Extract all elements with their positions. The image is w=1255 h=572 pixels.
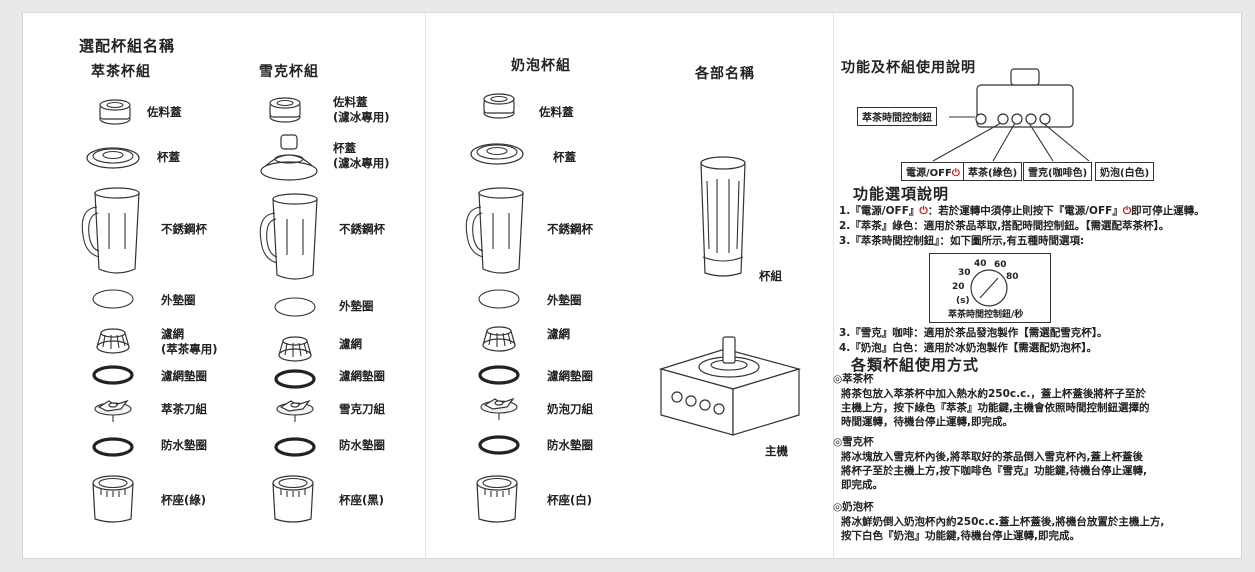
usage-shake-title: ◎雪克杯 <box>833 436 874 448</box>
timer-knob-label: 萃茶時間控制鈕 <box>857 107 937 126</box>
part-label: 不銹鋼杯 <box>161 222 207 236</box>
part-label: 杯蓋(濾冰專用) <box>333 141 390 170</box>
dial-value: 60 <box>994 260 1007 270</box>
part-label: 佐料蓋 <box>539 105 574 119</box>
leader-lines <box>932 116 1090 162</box>
part-label: 杯座(白) <box>547 493 593 507</box>
shake-button-label: 雪克(咖啡色) <box>1023 162 1093 181</box>
filter-illustration <box>482 326 516 352</box>
option-1: 1.『電源/OFF』⏻：若於運轉中須停止則按下『電源/OFF』⏻即可停止運轉。 <box>839 205 1205 217</box>
cap-illustration <box>483 93 515 119</box>
part-label: 濾網 <box>547 327 570 341</box>
main-unit-label: 主機 <box>765 444 788 458</box>
part-label: 佐料蓋 <box>147 105 182 119</box>
usage-shake-body: 將冰塊放入雪克杯內後,將萃取好的茶品倒入雪克杯內,蓋上杯蓋後將杯子至於主機上方,… <box>841 451 1147 491</box>
steel-cup-illustration <box>81 187 140 274</box>
functions-title: 功能及杯組使用說明 <box>841 60 976 76</box>
outer-ring-illustration <box>478 289 520 309</box>
part-label: 濾網(萃茶專用) <box>161 327 218 356</box>
part-label: 外墊圈 <box>161 293 196 307</box>
shaker-lid-illustration <box>260 134 318 181</box>
outer-ring-illustration <box>274 297 316 317</box>
cap-illustration <box>99 99 131 125</box>
filter-gasket-illustration <box>478 365 520 385</box>
tea-button-label: 萃茶(綠色) <box>963 162 1023 181</box>
column-title-tea: 萃茶杯組 <box>91 64 151 80</box>
usage-tea-title: ◎萃茶杯 <box>833 373 874 385</box>
fold-line <box>833 13 834 558</box>
blade-illustration <box>480 398 518 421</box>
control-panel-illustration <box>975 68 1074 128</box>
blade-illustration <box>276 400 314 423</box>
part-label: 不銹鋼杯 <box>547 222 593 236</box>
part-label: 不銹鋼杯 <box>339 222 385 236</box>
cup-base-illustration <box>92 475 134 523</box>
cup-base-illustration <box>272 475 314 523</box>
part-label: 杯座(綠) <box>161 493 207 507</box>
manual-sheet: 選配杯組名稱 萃茶杯組 雪克杯組 奶泡杯組 各部名稱 佐料蓋 杯蓋 不銹鋼杯 外… <box>22 12 1242 559</box>
dial-value: 80 <box>1006 272 1019 282</box>
power-icon: ⏻ <box>951 168 960 179</box>
part-label: 防水墊圈 <box>339 438 385 452</box>
option-3: 3.『萃茶時間控制鈕』：如下圖所示,有五種時間選項: <box>839 235 1085 247</box>
lid-illustration <box>86 147 140 169</box>
dial-unit: (s) <box>956 296 970 306</box>
dial-value: 40 <box>974 259 987 269</box>
timer-dial-knob <box>970 269 1008 307</box>
part-label: 外墊圈 <box>547 293 582 307</box>
dial-value: 20 <box>952 282 965 292</box>
part-label: 濾網墊圈 <box>547 369 593 383</box>
part-label: 濾網墊圈 <box>339 369 385 383</box>
timer-dial-figure: 20 30 40 60 80 (s) 萃茶時間控制鈕/秒 <box>929 253 1051 323</box>
cup-assembly-label: 杯組 <box>759 269 782 283</box>
steel-cup-illustration <box>259 193 318 280</box>
part-label: 奶泡刀組 <box>547 402 593 416</box>
cup-assembly-illustration <box>700 156 746 277</box>
option-2: 2.『萃茶』綠色：適用於茶品萃取,搭配時間控制鈕。【需選配萃茶杯】。 <box>839 220 1170 232</box>
filter-gasket-illustration <box>274 369 316 389</box>
steel-cup-illustration <box>465 187 524 274</box>
filter-gasket-illustration <box>92 365 134 385</box>
waterproof-gasket-illustration <box>478 435 520 455</box>
power-icon: ⏻ <box>919 205 928 217</box>
power-icon: ⏻ <box>1122 205 1132 217</box>
part-label: 萃茶刀組 <box>161 402 207 416</box>
dial-value: 30 <box>958 268 971 278</box>
blade-illustration <box>94 400 132 423</box>
part-label: 雪克刀組 <box>339 402 385 416</box>
filter-illustration <box>96 328 130 354</box>
filter-illustration <box>278 336 312 362</box>
power-button-label: 電源/OFF⏻ <box>901 162 965 181</box>
part-label: 防水墊圈 <box>161 438 207 452</box>
part-label: 濾網 <box>339 337 362 351</box>
part-label: 佐料蓋(濾冰專用) <box>333 95 390 124</box>
parts-title: 各部名稱 <box>695 66 755 82</box>
main-unit-illustration <box>658 336 802 436</box>
usage-foam-title: ◎奶泡杯 <box>833 501 874 513</box>
option-4: 4.『奶泡』白色：適用於冰奶泡製作【需選配奶泡杯】。 <box>839 342 1098 354</box>
usage-title: 各類杯組使用方式 <box>851 356 980 374</box>
dial-caption: 萃茶時間控制鈕/秒 <box>948 310 1024 320</box>
option-3b: 3.『雪克』咖啡：適用於茶品發泡製作【需選配雪克杯】。 <box>839 327 1108 339</box>
waterproof-gasket-illustration <box>92 437 134 457</box>
cap-illustration <box>269 97 301 123</box>
part-label: 濾網墊圈 <box>161 369 207 383</box>
part-label: 外墊圈 <box>339 299 374 313</box>
lid-illustration <box>470 143 524 165</box>
part-label: 杯座(黑) <box>339 493 385 507</box>
part-label: 防水墊圈 <box>547 438 593 452</box>
part-label: 杯蓋 <box>553 150 576 164</box>
page-title: 選配杯組名稱 <box>79 37 176 55</box>
foam-button-label: 奶泡(白色) <box>1095 162 1155 181</box>
options-title: 功能選項說明 <box>853 185 950 203</box>
fold-line <box>425 13 426 558</box>
waterproof-gasket-illustration <box>274 437 316 457</box>
usage-tea-body: 將茶包放入萃茶杯中加入熱水約250c.c.，蓋上杯蓋後將杯子至於主機上方，按下綠… <box>841 388 1150 428</box>
part-label: 杯蓋 <box>157 150 180 164</box>
column-title-shake: 雪克杯組 <box>259 64 319 80</box>
outer-ring-illustration <box>92 289 134 309</box>
cup-base-illustration <box>476 475 518 523</box>
column-title-foam: 奶泡杯組 <box>511 58 571 74</box>
usage-foam-body: 將冰鮮奶倒入奶泡杯內約250c.c.蓋上杯蓋後,將機台放置於主機上方,按下白色『… <box>841 516 1165 542</box>
